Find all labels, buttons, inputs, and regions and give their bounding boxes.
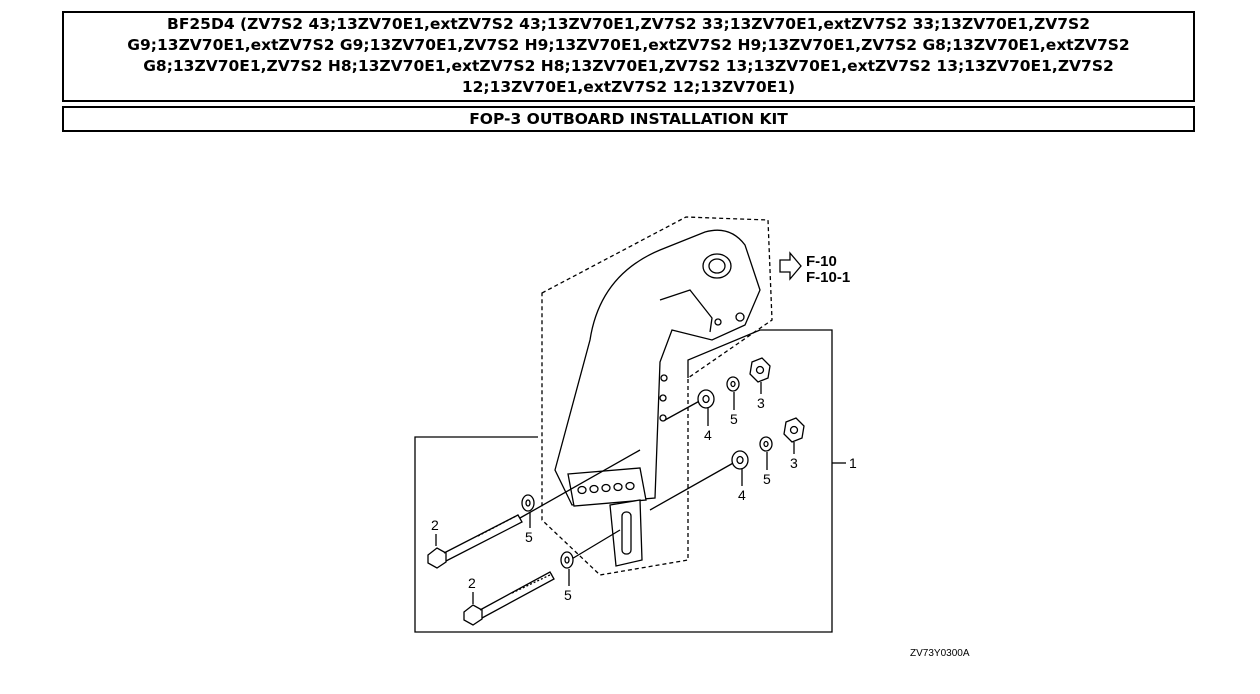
bolt-washer-upper xyxy=(521,494,535,512)
reference-f10-1: F-10-1 xyxy=(806,269,850,286)
bracket-dashed-outline xyxy=(541,216,773,576)
reference-f10: F-10 xyxy=(806,253,837,270)
kit-outline xyxy=(414,329,833,633)
nut-upper xyxy=(749,357,771,383)
spring-washer-upper xyxy=(726,376,740,392)
callout-3-lower: 3 xyxy=(790,455,798,471)
callout-5-bolt-lower: 5 xyxy=(564,587,572,603)
washer-lower xyxy=(731,450,749,470)
callout-1: 1 xyxy=(849,455,857,471)
upper-bolt xyxy=(427,449,641,569)
spring-washer-lower xyxy=(759,436,773,452)
model-line: BF25D4 (ZV7S2 43;13ZV70E1,extZV7S2 43;13… xyxy=(127,15,1130,96)
callout-5-bolt-upper: 5 xyxy=(525,529,533,545)
lower-bolt xyxy=(463,529,621,626)
washer-upper xyxy=(697,389,715,409)
model-header: BF25D4 (ZV7S2 43;13ZV70E1,extZV7S2 43;13… xyxy=(62,11,1195,102)
reference-arrow-icon xyxy=(779,251,802,281)
section-title-box: FOP-3 OUTBOARD INSTALLATION KIT xyxy=(62,106,1195,132)
callout-4-upper: 4 xyxy=(704,427,712,443)
callout-3-upper: 3 xyxy=(757,395,765,411)
callout-5-lower: 5 xyxy=(763,471,771,487)
callout-4-lower: 4 xyxy=(738,487,746,503)
nut-lower xyxy=(783,417,805,443)
mounting-bracket xyxy=(554,229,761,567)
callout-2-upper: 2 xyxy=(431,517,439,533)
callout-5-upper: 5 xyxy=(730,411,738,427)
callout-2-lower: 2 xyxy=(468,575,476,591)
section-title: FOP-3 OUTBOARD INSTALLATION KIT xyxy=(469,110,788,128)
drawing-code: ZV73Y0300A xyxy=(910,648,970,659)
bolt-washer-lower xyxy=(560,551,574,569)
